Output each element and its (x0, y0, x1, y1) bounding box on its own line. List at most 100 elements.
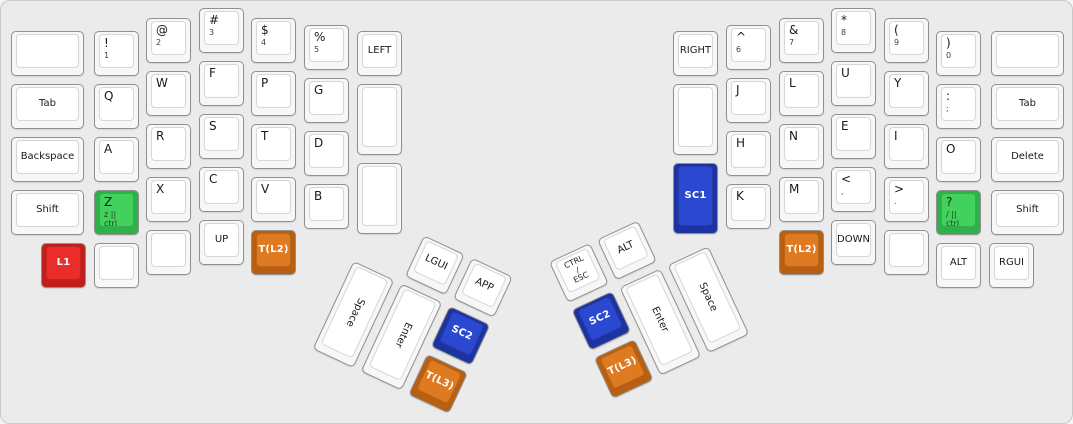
key-4[interactable]: $4 (251, 18, 296, 63)
key-label: Backspace (20, 151, 75, 163)
key-j-top: J (731, 81, 766, 115)
key-left-blank-top[interactable] (11, 31, 84, 76)
key-label: ( (894, 23, 899, 37)
key-l1[interactable]: L1 (41, 243, 86, 288)
key-label: ALT (615, 239, 636, 257)
key-c[interactable]: C (199, 167, 244, 212)
key-w[interactable]: W (146, 71, 191, 116)
key-9[interactable]: (9 (884, 18, 929, 63)
key-right-inner-tall[interactable] (673, 84, 718, 155)
key-label: SC2 (587, 308, 613, 329)
key-4-top: $4 (256, 21, 291, 55)
key-shift-left[interactable]: Shift (11, 190, 84, 235)
key-left-inner-tall-1[interactable] (357, 84, 402, 155)
key-2[interactable]: @2 (146, 18, 191, 63)
key-7[interactable]: &7 (779, 18, 824, 63)
key-left-bottom-blank-1[interactable] (94, 243, 139, 288)
key-label: $ (261, 23, 269, 37)
key-label: SC2 (449, 323, 474, 344)
key-semicolon[interactable]: :; (936, 84, 981, 129)
key-tl2-left[interactable]: T(L2) (251, 230, 296, 275)
key-ctrl-esc[interactable]: CTRL / ESC (549, 242, 609, 303)
key-q[interactable]: Q (94, 84, 139, 129)
key-app[interactable]: APP (453, 257, 513, 318)
key-rgui[interactable]: RGUI (989, 243, 1034, 288)
key-label: W (156, 76, 168, 90)
key-u-top: U (836, 64, 871, 98)
key-down[interactable]: DOWN (831, 220, 876, 265)
key-tab-right[interactable]: Tab (991, 84, 1064, 129)
key-period[interactable]: >. (884, 177, 929, 222)
key-1[interactable]: !1 (94, 31, 139, 76)
key-k[interactable]: K (726, 184, 771, 229)
key-5[interactable]: %5 (304, 25, 349, 70)
key-up[interactable]: UP (199, 220, 244, 265)
key-u[interactable]: U (831, 61, 876, 106)
key-left-arrow[interactable]: LEFT (357, 31, 402, 76)
key-s[interactable]: S (199, 114, 244, 159)
key-tab-left[interactable]: Tab (11, 84, 84, 129)
key-d[interactable]: D (304, 131, 349, 176)
key-e[interactable]: E (831, 114, 876, 159)
key-right-bottom-blank[interactable] (884, 230, 929, 275)
key-label: Tab (1019, 98, 1036, 110)
key-t[interactable]: T (251, 124, 296, 169)
key-a[interactable]: A (94, 137, 139, 182)
key-sublabel: 3 (209, 28, 215, 38)
key-p[interactable]: P (251, 71, 296, 116)
key-o[interactable]: O (936, 137, 981, 182)
key-alt-thumb[interactable]: ALT (597, 220, 657, 281)
key-m[interactable]: M (779, 177, 824, 222)
key-h[interactable]: H (726, 131, 771, 176)
key-g[interactable]: G (304, 78, 349, 123)
key-f[interactable]: F (199, 61, 244, 106)
key-label: T(L3) (423, 370, 456, 393)
key-label: F (209, 66, 216, 80)
key-label: Delete (1011, 151, 1044, 163)
key-comma[interactable]: <, (831, 167, 876, 212)
key-shift-right[interactable]: Shift (991, 190, 1064, 235)
key-right-arrow[interactable]: RIGHT (673, 31, 718, 76)
key-tl3-left[interactable]: T(L3) (408, 353, 469, 414)
key-v[interactable]: V (251, 177, 296, 222)
key-5-top: %5 (309, 28, 344, 62)
key-l[interactable]: L (779, 71, 824, 116)
key-left-inner-tall-2[interactable] (357, 163, 402, 234)
key-sc1[interactable]: SC1 (673, 163, 718, 234)
key-label: M (789, 182, 800, 196)
key-label: LGUI (422, 252, 450, 273)
key-label: RGUI (999, 257, 1024, 269)
key-sc2-left[interactable]: SC2 (430, 305, 491, 366)
key-8[interactable]: *8 (831, 8, 876, 53)
key-h-top: H (731, 134, 766, 168)
key-3[interactable]: #3 (199, 8, 244, 53)
key-alt-right[interactable]: ALT (936, 243, 981, 288)
key-sc2-right[interactable]: SC2 (571, 291, 632, 351)
key-q-top: Q (99, 87, 134, 121)
key-tl2-right[interactable]: T(L2) (779, 230, 824, 275)
key-label: H (736, 136, 746, 150)
key-6[interactable]: ^6 (726, 25, 771, 70)
key-y[interactable]: Y (884, 71, 929, 116)
key-y-top: Y (889, 74, 924, 108)
key-delete[interactable]: Delete (991, 137, 1064, 182)
key-tl3-right[interactable]: T(L3) (593, 339, 654, 399)
key-n[interactable]: N (779, 124, 824, 169)
key-right-blank-top[interactable] (991, 31, 1064, 76)
key-x[interactable]: X (146, 177, 191, 222)
key-i[interactable]: I (884, 124, 929, 169)
key-label: Space (695, 281, 719, 314)
key-question[interactable]: ?/ || ctrl (936, 190, 981, 235)
key-lgui[interactable]: LGUI (405, 235, 465, 296)
key-backspace[interactable]: Backspace (11, 137, 84, 182)
key-r[interactable]: R (146, 124, 191, 169)
key-0[interactable]: )0 (936, 31, 981, 76)
key-j[interactable]: J (726, 78, 771, 123)
key-left-bottom-blank-2[interactable] (146, 230, 191, 275)
key-b[interactable]: B (304, 184, 349, 229)
key-sublabel: / || ctrl (946, 210, 960, 227)
key-sublabel: ; (946, 104, 949, 114)
key-lgui-top: LGUI (412, 240, 460, 286)
key-label: A (104, 142, 113, 156)
